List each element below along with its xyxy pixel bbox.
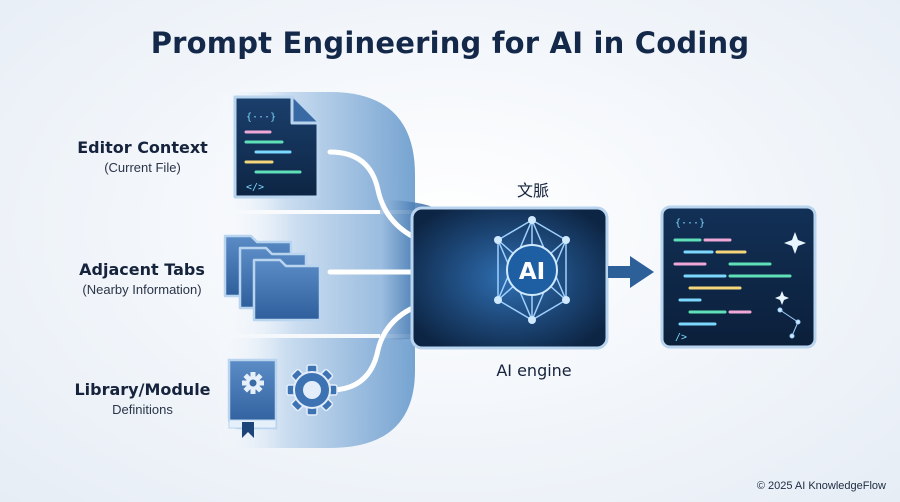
code-output-screen-icon: {···} /> (660, 205, 817, 349)
page-title: Prompt Engineering for AI in Coding (150, 26, 750, 60)
svg-text:{···}: {···} (675, 218, 705, 229)
book-gear-icon (227, 358, 338, 438)
svg-text:/>: /> (675, 332, 687, 343)
folders-icon (223, 234, 322, 322)
ai-badge: AI (519, 259, 545, 285)
gear-icon (286, 364, 338, 416)
copyright-notice: © 2025 AI KnowledgeFlow (756, 480, 886, 492)
input-label-adjacent-tabs: Adjacent Tabs (Nearby Information) (79, 260, 205, 297)
network-nodes (494, 216, 570, 324)
ai-engine-label: AI engine (496, 361, 572, 380)
svg-text:</>: </> (246, 182, 264, 193)
context-label: 文脈 (516, 181, 549, 200)
code-file-icon: {···} </> (233, 95, 320, 199)
input-label-editor-context: Editor Context (Current File) (77, 138, 208, 175)
svg-text:{···}: {···} (246, 112, 276, 123)
ai-engine-panel: AI (410, 206, 609, 350)
output-arrow (608, 256, 654, 288)
input-label-library-module: Library/Module Definitions (74, 380, 211, 417)
